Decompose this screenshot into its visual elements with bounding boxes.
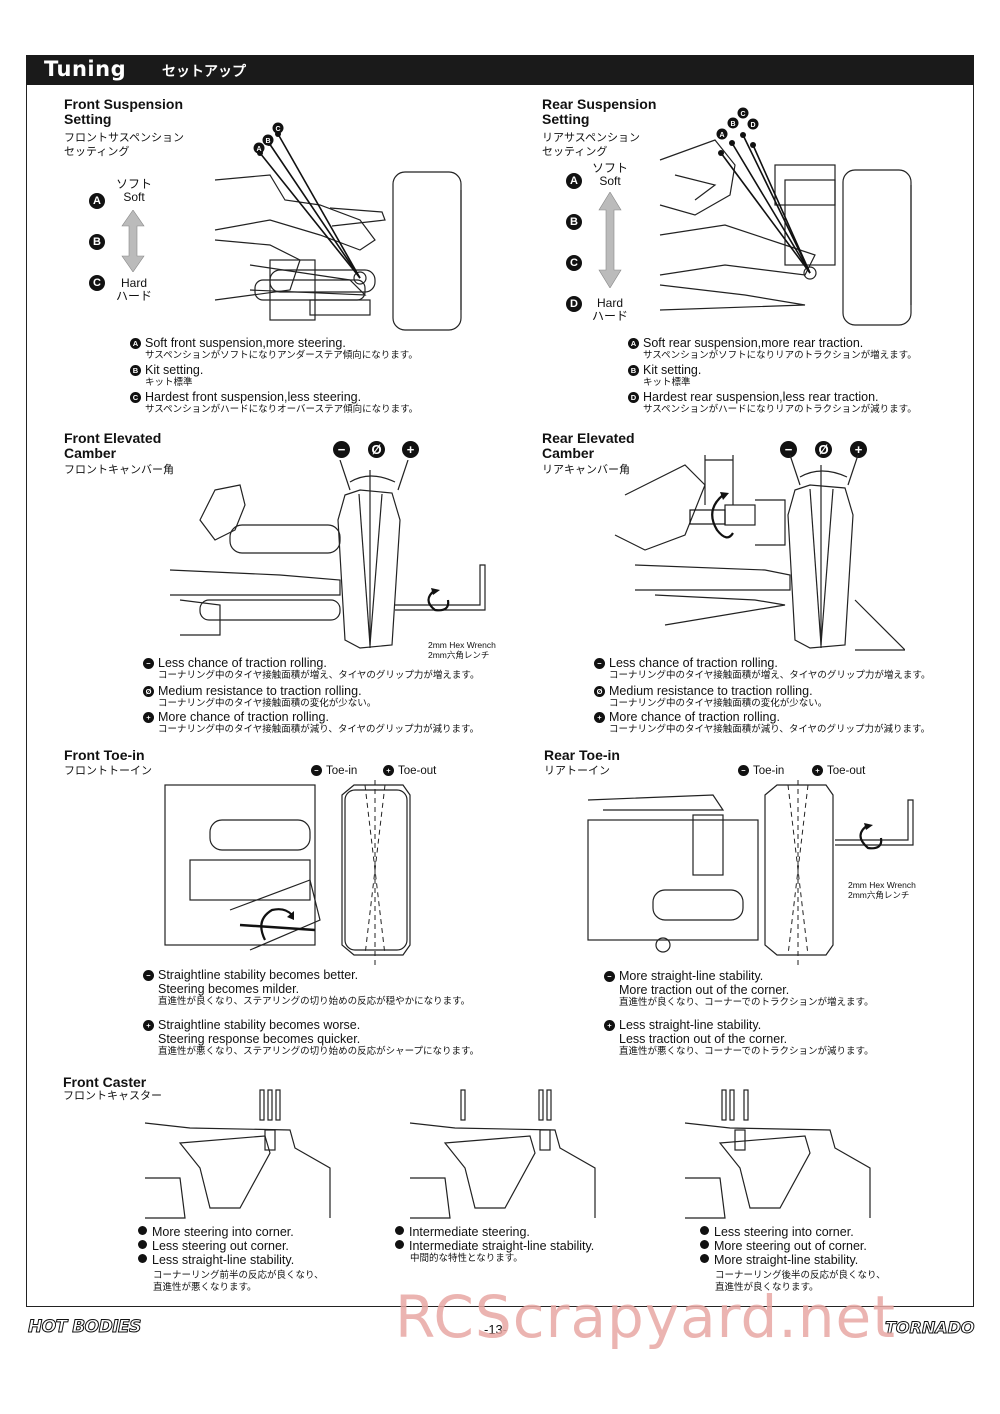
front-suspension-title-jp: フロントサスペンションセッティング bbox=[64, 132, 185, 158]
marker-a: A bbox=[566, 173, 582, 189]
caster-diagram-2 bbox=[409, 1089, 596, 1219]
caster-notes-1: More steering into corner. Less steering… bbox=[138, 1225, 324, 1294]
rear-toe-note-plus: +Less straight-line stability. Less trac… bbox=[604, 1018, 874, 1058]
rear-toe-diagram bbox=[587, 780, 914, 965]
marker-a: A bbox=[89, 193, 105, 209]
rear-toe-in-label: −Toe-in bbox=[738, 765, 784, 777]
header-title: Tuning bbox=[44, 57, 127, 81]
marker-d: D bbox=[566, 296, 582, 312]
svg-text:A: A bbox=[719, 132, 724, 139]
marker-c: C bbox=[566, 255, 582, 271]
marker-b: B bbox=[566, 214, 582, 230]
front-toe-diagram bbox=[164, 780, 411, 965]
hot-bodies-logo: HOT BODIES bbox=[28, 1317, 142, 1338]
list-item: Less steering into corner. bbox=[700, 1225, 854, 1239]
svg-text:B: B bbox=[265, 138, 270, 145]
front-toe-note-plus: +Straightline stability becomes worse. S… bbox=[143, 1018, 479, 1058]
list-item: More steering out of corner. bbox=[700, 1239, 867, 1253]
svg-text:B: B bbox=[730, 121, 735, 128]
front-camber-note-minus: −Less chance of traction rolling. コーナリング… bbox=[143, 656, 479, 682]
rear-camber-diagram bbox=[614, 455, 905, 651]
watermark: RCScrapyard.net bbox=[395, 1283, 896, 1351]
front-toe-title-jp: フロントトーイン bbox=[64, 765, 152, 777]
list-item: More straight-line stability. bbox=[700, 1253, 858, 1267]
marker-b: B bbox=[89, 234, 105, 250]
front-toe-title: Front Toe-in bbox=[64, 747, 145, 763]
list-item: Less steering out corner. bbox=[138, 1239, 289, 1253]
svg-text:C: C bbox=[740, 111, 745, 118]
zero-icon: Ø bbox=[815, 441, 832, 458]
plus-icon: + bbox=[850, 441, 867, 458]
front-suspension-diagram: A B C bbox=[214, 122, 462, 331]
front-toe-note-minus: −Straightline stability becomes better. … bbox=[143, 968, 470, 1008]
caster-notes-3: Less steering into corner. More steering… bbox=[700, 1225, 886, 1294]
caster-diagram-3 bbox=[684, 1089, 871, 1219]
front-camber-title-jp: フロントキャンバー角 bbox=[64, 464, 174, 476]
rear-camber-title-jp: リアキャンバー角 bbox=[542, 464, 630, 476]
marker-c: C bbox=[89, 275, 105, 291]
rear-toe-title-jp: リアトーイン bbox=[544, 765, 610, 777]
minus-icon: − bbox=[333, 441, 350, 458]
svg-text:C: C bbox=[275, 126, 280, 133]
list-item: Intermediate steering. bbox=[395, 1225, 530, 1239]
page-number: -13- bbox=[484, 1322, 508, 1337]
front-camber-diagram bbox=[169, 460, 486, 649]
tornado-logo: TORNADO bbox=[885, 1318, 975, 1338]
list-item: Intermediate straight-line stability. bbox=[395, 1239, 594, 1253]
front-toe-in-label: −Toe-in bbox=[311, 765, 357, 777]
minus-icon: − bbox=[780, 441, 797, 458]
front-caster-title-jp: フロントキャスター bbox=[63, 1090, 162, 1102]
caster-diagram-1 bbox=[144, 1089, 331, 1219]
svg-text:A: A bbox=[256, 146, 261, 153]
rear-toe-title: Rear Toe-in bbox=[544, 747, 620, 763]
rear-camber-note-plus: +More chance of traction rolling. コーナリング… bbox=[594, 710, 930, 736]
rear-suspension-title-jp: リアサスペンションセッティング bbox=[542, 132, 641, 158]
front-caster-title: Front Caster bbox=[63, 1074, 147, 1090]
svg-text:D: D bbox=[750, 122, 755, 129]
rear-toe-note-minus: −More straight-line stability. More trac… bbox=[604, 969, 874, 1009]
section-header: Tuning セットアップ bbox=[26, 55, 974, 85]
front-toe-out-label: +Toe-out bbox=[383, 765, 436, 777]
rear-toe-out-label: +Toe-out bbox=[812, 765, 865, 777]
front-camber-note-plus: +More chance of traction rolling. コーナリング… bbox=[143, 710, 479, 736]
zero-icon: Ø bbox=[368, 441, 385, 458]
header-title-jp: セットアップ bbox=[162, 64, 246, 80]
rear-camber-note-minus: −Less chance of traction rolling. コーナリング… bbox=[594, 656, 930, 682]
caster-notes-2: Intermediate steering. Intermediate stra… bbox=[395, 1225, 594, 1265]
list-item: Less straight-line stability. bbox=[138, 1253, 294, 1267]
rear-suspension-diagram: A B C D bbox=[659, 107, 912, 326]
soft-hard-arrow-icon bbox=[121, 210, 145, 272]
soft-hard-arrow-icon bbox=[598, 192, 622, 288]
list-item: More steering into corner. bbox=[138, 1225, 294, 1239]
plus-icon: + bbox=[402, 441, 419, 458]
